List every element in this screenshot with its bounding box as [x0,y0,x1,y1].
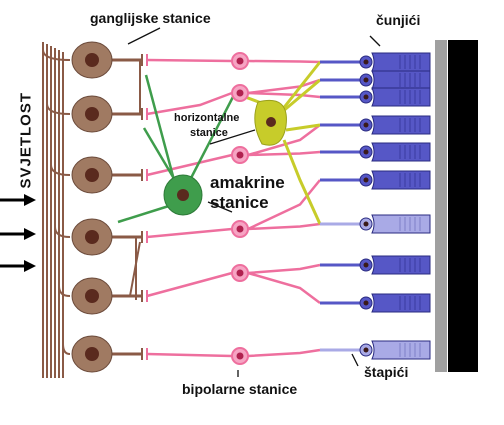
optic-nerve-axons [42,42,71,378]
amacrine-process [144,74,176,181]
bipolar-nucleus [236,269,244,277]
receptor-nucleus [363,149,369,155]
bipolar-nucleus [236,57,244,65]
horizontal-process [285,123,321,132]
bipolar-axon [146,352,233,358]
bipolar-dendrite [247,124,321,157]
label-pointer [351,353,359,367]
amacrine-process [142,127,178,183]
light-arrow-head [24,260,36,272]
receptor-nucleus [363,347,369,353]
bipolar-axon [146,271,233,298]
outer-membrane [435,40,447,372]
label-horizontal-line1: horizontalne [174,112,240,124]
bipolar-nucleus [236,151,244,159]
label-horizontal-line2: stanice [190,127,228,139]
bipolar-nucleus [236,89,244,97]
light-arrow-head [24,228,36,240]
bipolar-dendrite [247,150,321,157]
optic-axon [54,48,71,378]
bipolar-dendrite [247,348,321,358]
label-rods: štapići [364,364,409,380]
amacrine-process [188,92,237,181]
cone-outer-segment [371,70,431,90]
rod-outer-segment [371,214,431,234]
pigment-epithelium [448,40,478,372]
receptor-nucleus [363,122,369,128]
cone-outer-segment [371,52,431,72]
bipolar-dendrite [247,59,321,64]
bipolar-dendrite [247,179,321,231]
label-amacrine-line1: amakrine [210,173,285,192]
bipolar-dendrite [247,222,321,231]
label-ganglion-cells: ganglijske stanice [90,10,211,26]
horizontal-process [281,78,321,114]
receptor-nucleus [363,177,369,183]
ganglion-nucleus [85,53,99,67]
optic-axon [62,52,71,378]
label-bipolar-cells: bipolarne stanice [182,381,298,397]
label-pointer [207,201,233,213]
bipolar-nucleus [236,352,244,360]
cone-outer-segment [371,293,431,313]
horizontal-process [280,61,322,111]
bipolar-axon [146,153,233,177]
cone-outer-segment [371,87,431,107]
background-layer [435,40,478,372]
connection-lines [112,54,322,360]
label-pointer [369,35,381,47]
optic-axon [58,50,71,378]
bipolar-axon [146,58,233,63]
label-pointer [209,129,256,145]
bipolar-nucleus [236,225,244,233]
ganglion-nucleus [85,230,99,244]
bipolar-axon [146,91,233,116]
receptor-nucleus [363,59,369,65]
amacrine-nucleus [177,189,189,201]
cell-layer [71,41,431,373]
light-arrow-head [24,194,36,206]
receptor-nucleus [363,94,369,100]
bipolar-dendrite [247,271,321,304]
cone-outer-segment [371,115,431,135]
ganglion-nucleus [85,168,99,182]
ganglion-nucleus [85,347,99,361]
amacrine-process [117,203,173,224]
rod-outer-segment [371,340,431,360]
label-light: SVJETLOST [17,91,35,189]
label-cones: čunjići [376,12,421,28]
bipolar-dendrite [247,263,321,275]
receptor-nucleus [363,221,369,227]
receptor-nucleus [363,77,369,83]
receptor-nucleus [363,262,369,268]
light-arrows [0,27,381,377]
ganglion-connector [129,241,141,297]
label-pointer [127,27,161,45]
ganglion-nucleus [85,107,99,121]
cone-outer-segment [371,142,431,162]
cone-outer-segment [371,170,431,190]
bipolar-dendrite [247,91,321,99]
optic-axon [50,46,71,378]
bipolar-axon [146,227,233,239]
receptor-nucleus [363,300,369,306]
horizontal-nucleus [266,117,276,127]
horizontal-process [282,139,322,225]
label-amacrine-line2: stanice [210,193,269,212]
ganglion-nucleus [85,289,99,303]
cone-outer-segment [371,255,431,275]
